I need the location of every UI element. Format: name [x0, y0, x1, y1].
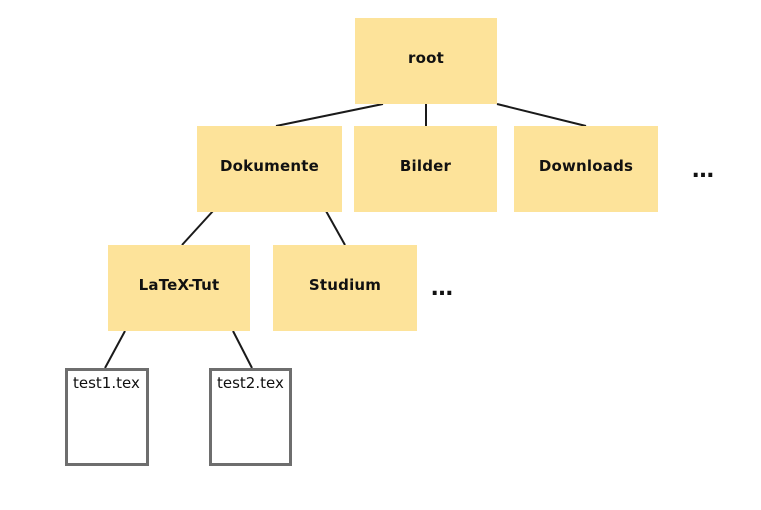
edge-root-to-dokumente	[275, 103, 384, 127]
file-node-test1[interactable]: test1.tex	[65, 368, 149, 466]
edge-latex-tut-to-test2	[232, 330, 253, 369]
edge-dokumente-to-studium	[325, 210, 346, 246]
folder-label-downloads: Downloads	[538, 157, 634, 175]
folder-label-latex-tut: LaTeX-Tut	[138, 276, 220, 294]
folder-node-latex-tut[interactable]: LaTeX-Tut	[108, 245, 250, 331]
file-node-test2[interactable]: test2.tex	[209, 368, 292, 466]
folder-label-dokumente: Dokumente	[219, 157, 320, 175]
folder-node-downloads[interactable]: Downloads	[514, 126, 658, 212]
edge-dokumente-to-latex-tut	[181, 210, 214, 246]
folder-node-root[interactable]: root	[355, 18, 497, 104]
folder-node-bilder[interactable]: Bilder	[354, 126, 497, 212]
edge-root-to-downloads	[496, 103, 587, 127]
folder-node-dokumente[interactable]: Dokumente	[197, 126, 342, 212]
folder-label-bilder: Bilder	[399, 157, 452, 175]
ellipsis-level3: …	[431, 276, 454, 301]
folder-label-studium: Studium	[308, 276, 382, 294]
folder-label-root: root	[408, 49, 444, 67]
edge-latex-tut-to-test1	[104, 330, 126, 369]
ellipsis-level2: …	[692, 158, 715, 183]
folder-node-studium[interactable]: Studium	[273, 245, 417, 331]
file-label-test1: test1.tex	[73, 374, 140, 392]
file-label-test2: test2.tex	[217, 374, 284, 392]
